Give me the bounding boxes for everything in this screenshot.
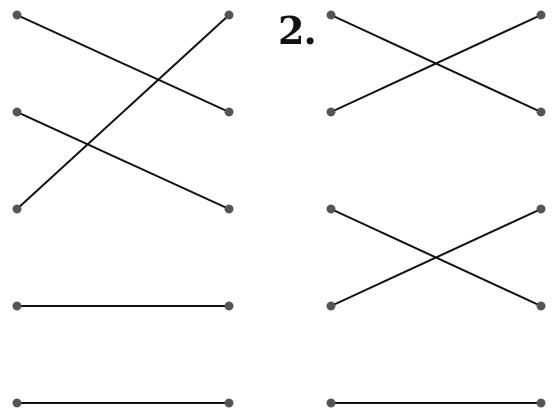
right-panel-right-dot-4	[536, 301, 546, 311]
left-panel-right-dot-2	[224, 107, 234, 117]
left-panel-left-dot-2	[12, 107, 22, 117]
left-connection-line-3	[16, 14, 230, 210]
right-panel-right-dot-5	[536, 398, 546, 408]
left-connection-line-2	[16, 111, 230, 210]
left-panel-right-dot-5	[224, 398, 234, 408]
left-panel-left-dot-4	[12, 301, 22, 311]
left-panel-left-dot-3	[12, 204, 22, 214]
right-panel-right-dot-1	[536, 10, 546, 20]
right-panel-left-dot-3	[326, 204, 336, 214]
left-panel-right-dot-1	[224, 10, 234, 20]
right-panel-left-dot-5	[326, 398, 336, 408]
right-panel-left-dot-2	[326, 107, 336, 117]
left-panel-right-dot-4	[224, 301, 234, 311]
right-panel-left-dot-4	[326, 301, 336, 311]
left-panel-left-dot-5	[12, 398, 22, 408]
right-matching-panel	[326, 10, 546, 408]
left-panel-right-dot-3	[224, 204, 234, 214]
right-connection-line-2	[330, 14, 542, 113]
right-panel-right-dot-2	[536, 107, 546, 117]
right-panel-right-dot-3	[536, 204, 546, 214]
left-panel-left-dot-1	[12, 10, 22, 20]
problem-number-label: 2.	[278, 8, 317, 53]
left-connection-line-1	[16, 14, 230, 113]
left-matching-panel	[12, 10, 234, 408]
right-connection-line-4	[330, 208, 542, 307]
right-panel-left-dot-1	[326, 10, 336, 20]
